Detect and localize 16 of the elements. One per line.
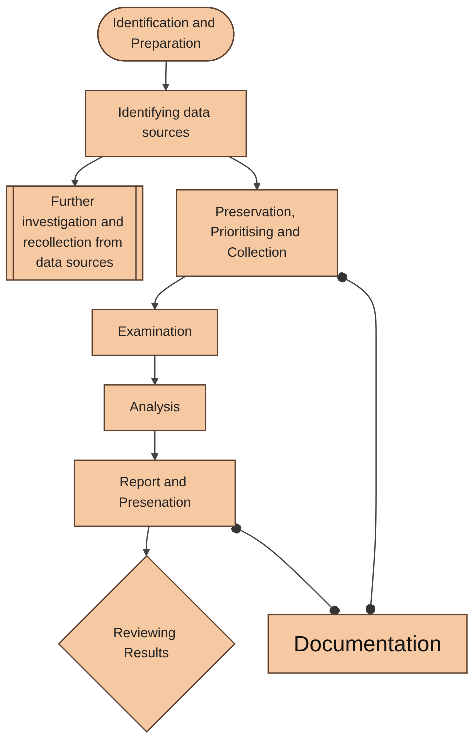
arrow [151,430,159,461]
node-box: Preservation, Prioritising and Collection [176,190,338,278]
arrow [71,156,104,188]
connector [337,272,377,616]
arrow [151,356,159,386]
arrow [142,526,150,556]
node-box: Identifying data sources [85,90,248,158]
node-box: Documentation [268,614,468,674]
arrow [228,156,261,191]
connector [231,524,340,616]
node-diamond: Reviewing Results [58,555,236,734]
node-box: Report and Presenation [74,460,236,528]
node-box: Analysis [104,384,206,432]
arrow [151,276,186,310]
arrow [162,62,170,92]
node-box: Examination [92,309,218,356]
